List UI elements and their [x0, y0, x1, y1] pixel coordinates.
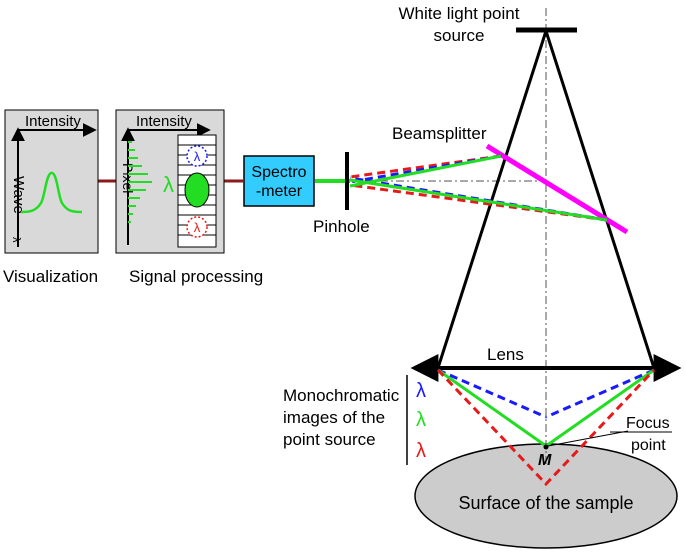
mono-label-line3: point source: [283, 430, 376, 449]
mono-label-line1: Monochromatic: [283, 386, 400, 405]
focus-point-dot: [543, 444, 549, 450]
visualization-caption: Visualization: [3, 267, 98, 286]
vis-axis-y-label: Intensity: [25, 113, 81, 130]
reflected-rays: [315, 154, 608, 222]
focusing-rays: [436, 368, 656, 487]
vis-axis-x-sub: λ: [10, 237, 22, 243]
sp-axis-x-label: Pixel: [120, 163, 136, 193]
pinhole-label: Pinhole: [313, 217, 370, 236]
source-label-line1: White light point: [399, 4, 520, 23]
sp-pixel-histogram: [128, 141, 152, 223]
mono-lambda-blue: λ: [416, 380, 426, 402]
lens-label: Lens: [487, 345, 524, 364]
mono-label-line2: images of the: [283, 408, 385, 427]
focus-label-line1: Focus: [626, 415, 670, 432]
signal-processing-caption: Signal processing: [129, 267, 263, 286]
sp-red-spot: [186, 216, 208, 238]
sp-axis-y-label: Intensity: [136, 113, 192, 130]
sp-lambda-bottom: λ: [194, 220, 201, 235]
mono-lambda-green: λ: [416, 409, 426, 431]
cone-right-edge: [544, 30, 656, 369]
vis-gaussian-curve: [20, 171, 83, 214]
focus-point-label: M: [538, 452, 552, 469]
focus-label-line2: point: [631, 437, 666, 454]
sp-lambda-top: λ: [194, 149, 201, 164]
sp-blue-spot: [186, 145, 208, 167]
spectrometer-box: [243, 155, 315, 207]
source-label-line2: source: [433, 26, 484, 45]
vis-axis-x-label: Wave: [10, 176, 27, 214]
sample-label: Surface of the sample: [458, 493, 633, 513]
mono-lambda-red: λ: [416, 440, 426, 462]
focus-leader: [547, 430, 629, 447]
beamsplitter: [485, 143, 629, 235]
cone-left-edge: [436, 30, 548, 369]
sp-lambda-mid: λ: [163, 172, 174, 197]
spectrometer-label-line1: Spectro: [251, 164, 306, 181]
sp-green-spot: [184, 172, 210, 208]
spectrometer-label-line2: -meter: [256, 183, 303, 200]
beamsplitter-label: Beamsplitter: [392, 124, 487, 143]
